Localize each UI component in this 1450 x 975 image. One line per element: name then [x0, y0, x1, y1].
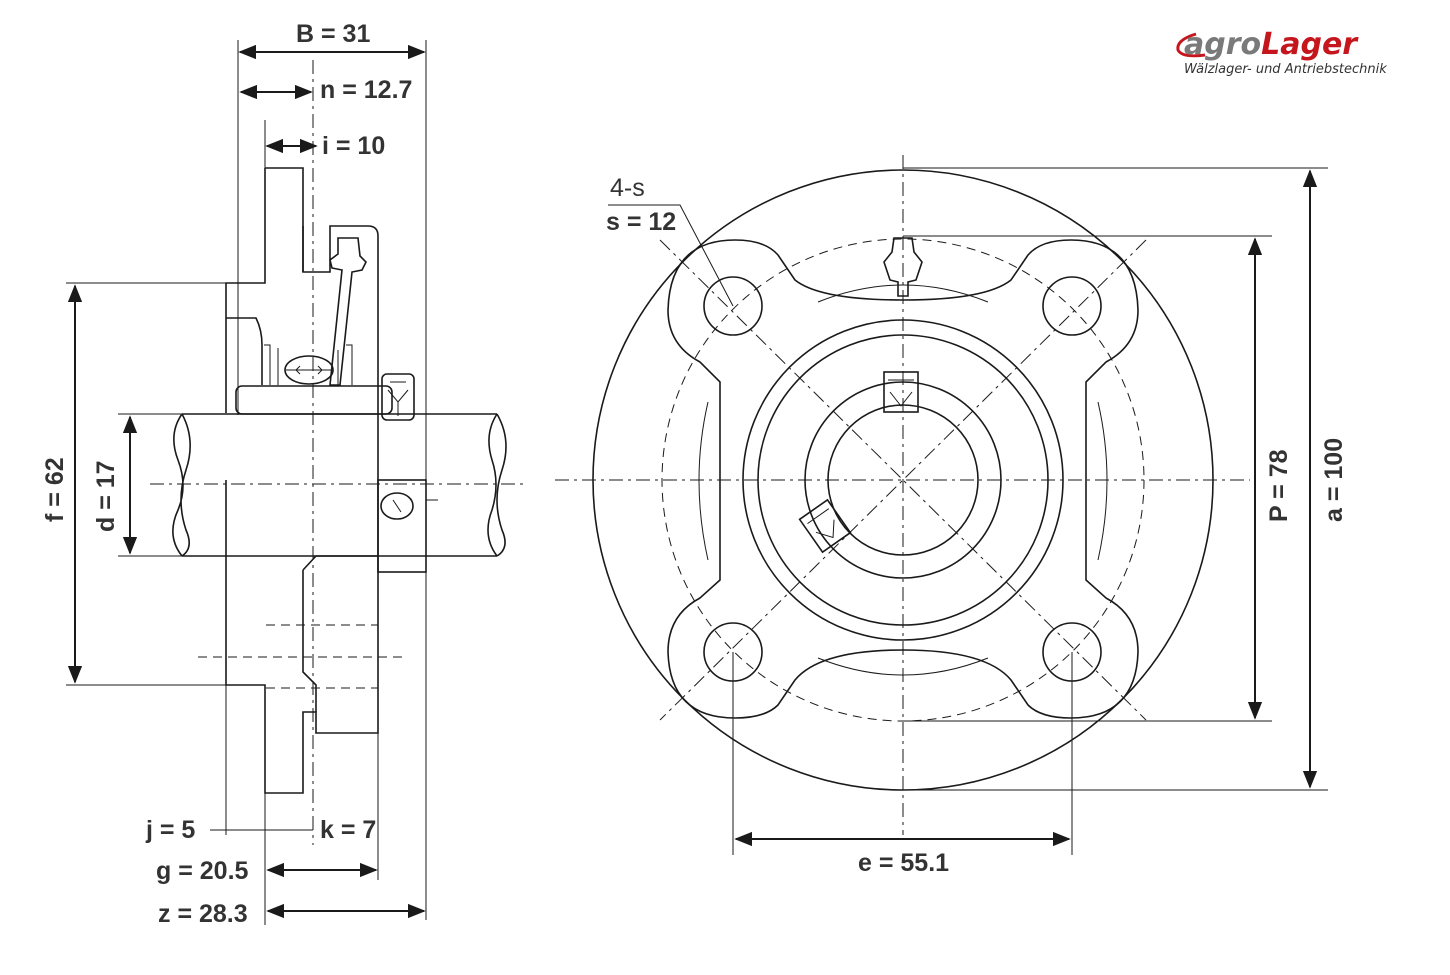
logo-agro-text: agro: [1184, 27, 1261, 62]
dim-n-label: n = 12.7: [320, 76, 412, 104]
logo-tagline: Wälzlager- und Antriebstechnik: [1184, 62, 1387, 77]
side-view-lock-ball: [284, 355, 334, 385]
dim-holes-label: 4-s: [610, 174, 645, 202]
logo-swoosh-icon: [1176, 32, 1206, 58]
dim-a-label: a = 100: [1320, 438, 1348, 522]
logo-lager-text: Lager: [1261, 27, 1359, 62]
side-view: [150, 60, 525, 845]
side-view-grease-nipple-icon: [329, 237, 367, 386]
side-view-set-screw-icon: [381, 373, 415, 421]
dim-k-label: k = 7: [320, 816, 376, 844]
side-view-shaft: [182, 413, 497, 557]
front-view-flange: [667, 239, 1139, 719]
front-view: [555, 155, 1250, 835]
dim-p-label: P = 78: [1265, 449, 1293, 522]
dim-b-label: B = 31: [296, 20, 370, 48]
side-view-housing-inner: [226, 226, 378, 712]
dim-g-label: g = 20.5: [156, 857, 249, 885]
dim-i-label: i = 10: [322, 132, 385, 160]
front-view-set-screw-side-icon: [798, 498, 852, 554]
dim-d-label: d = 17: [92, 460, 120, 532]
front-view-bolt-hole-2: [1042, 276, 1102, 336]
brand-logo: agroLager Wälzlager- und Antriebstechnik: [1176, 27, 1387, 77]
front-view-set-screw-top-icon: [883, 371, 919, 413]
svg-text:agroLager: agroLager: [1184, 27, 1359, 62]
side-view-flange: [225, 167, 379, 794]
dim-s-label: s = 12: [606, 208, 676, 236]
dim-z-label: z = 28.3: [158, 900, 248, 928]
dim-j-label: j = 5: [145, 816, 195, 844]
front-view-grease-nipple-icon: [883, 237, 923, 297]
front-view-bolt-hole-1: [703, 276, 763, 336]
side-view-set-screw-end-icon: [380, 492, 414, 520]
side-view-bearing-ring: [235, 385, 393, 415]
front-view-dimensions: 4-s s = 12 a = 100 P = 78 e = 55.1: [606, 167, 1348, 877]
dim-f-label: f = 62: [41, 457, 69, 522]
dim-e-label: e = 55.1: [858, 849, 949, 877]
side-view-dimensions: B = 31 n = 12.7 i = 10 f = 62 d = 17 j =…: [41, 20, 427, 928]
